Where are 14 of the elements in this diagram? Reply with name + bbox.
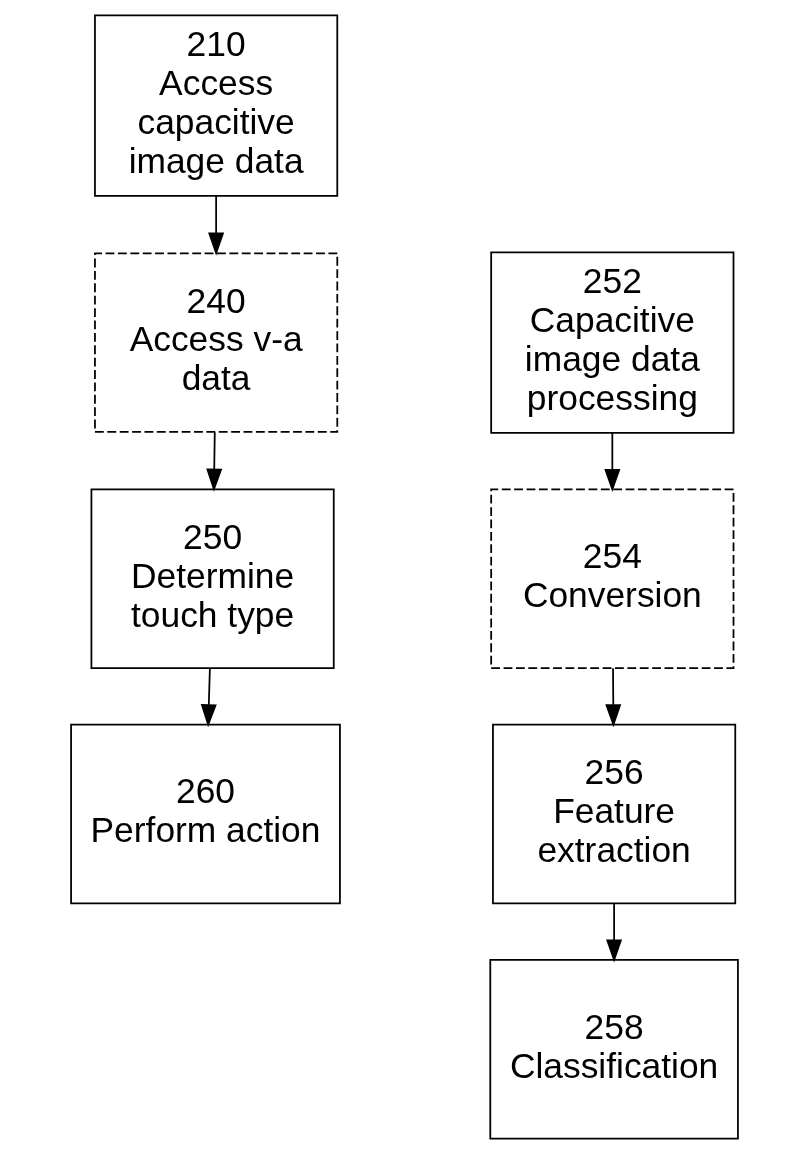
arrow [206, 431, 223, 492]
arrow [605, 667, 622, 728]
node-box: 254 Conversion [490, 488, 735, 669]
node-box: 260 Perform action [70, 723, 341, 905]
node-box: 256 Feature extraction [492, 723, 737, 905]
node-box: 210 Access capacitive image data [94, 14, 339, 197]
node-box: 240 Access v-a data [94, 252, 339, 433]
arrow [200, 667, 217, 728]
arrow [604, 432, 621, 493]
arrow [606, 902, 623, 963]
arrow [208, 195, 225, 256]
node-box: 258 Classification [489, 959, 739, 1140]
node-box: 252 Capacitive image data processing [490, 251, 735, 434]
node-box: 250 Determine touch type [90, 488, 335, 669]
